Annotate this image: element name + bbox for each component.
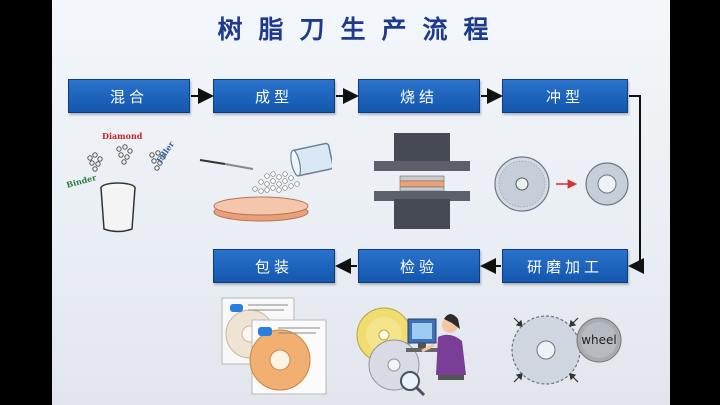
sintering-illustration [374, 133, 470, 229]
packaging-illustration [221, 297, 327, 395]
step-packaging: 包装 [213, 249, 335, 283]
page-title: 树脂刀生产流程 [217, 15, 505, 44]
step-mixing: 混合 [68, 79, 190, 113]
stamping-illustration [494, 156, 629, 212]
step-sintering: 烧结 [358, 79, 480, 113]
arrow-stamping-grinding [628, 95, 644, 274]
slide: 树脂刀生产流程 混合 成型 烧结 冲型 包装 检验 研磨加工 [52, 0, 670, 405]
mixing-illustration [87, 144, 166, 233]
flow-arrows [191, 88, 644, 274]
step-forming: 成型 [213, 79, 335, 113]
step-inspection: 检验 [358, 249, 480, 283]
wheel-label: wheel [581, 333, 617, 347]
step-grinding: 研磨加工 [502, 249, 628, 283]
inspection-illustration [356, 307, 466, 397]
diamond-label: Diamond [102, 131, 143, 141]
forming-illustration [199, 142, 332, 222]
step-stamping: 冲型 [502, 79, 628, 113]
grinding-illustration: wheel [511, 315, 622, 385]
